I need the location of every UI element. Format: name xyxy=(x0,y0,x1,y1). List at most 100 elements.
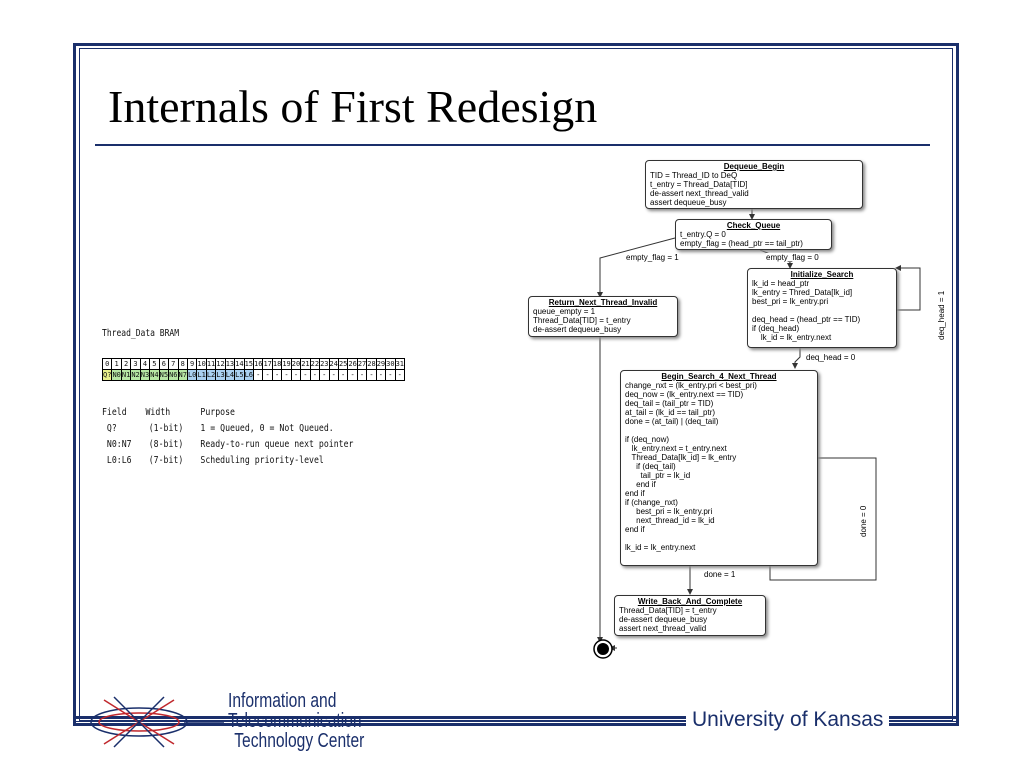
state-line: if (deq_now) xyxy=(625,435,670,444)
state-line: lk_entry.next = t_entry.next xyxy=(625,444,727,453)
field-width: (1-bit) xyxy=(148,423,184,434)
state-line: queue_empty = 1 xyxy=(533,307,596,316)
field-name: L0:L6 xyxy=(106,455,132,466)
bit-field-cell: N5 xyxy=(158,369,170,381)
field-name: N0:N7 xyxy=(106,439,132,450)
label-empty-flag-0: empty_flag = 0 xyxy=(766,253,819,262)
state-line: t_entry = Thread_Data[TID] xyxy=(650,180,748,189)
state-title: Dequeue_Begin xyxy=(723,162,785,171)
label-deq-head-0: deq_head = 0 xyxy=(806,353,856,362)
bit-field-cell: L6 xyxy=(243,369,255,381)
state-dequeue-begin: Dequeue_Begin TID = Thread_ID to DeQ t_e… xyxy=(645,160,863,209)
state-line: de-assert dequeue_busy xyxy=(619,615,708,624)
state-initialize-search: Initialize_Search lk_id = head_ptr lk_en… xyxy=(747,268,897,348)
footer-line-right xyxy=(400,716,959,722)
state-line: deq_head = (head_ptr == TID) xyxy=(752,315,861,324)
state-line: empty_flag = (head_ptr == tail_ptr) xyxy=(680,239,803,248)
state-check-queue: Check_Queue t_entry.Q = 0 empty_flag = (… xyxy=(675,219,832,250)
state-line: Thread_Data[lk_id] = lk_entry xyxy=(625,453,737,462)
state-line: end if xyxy=(625,489,645,498)
state-line: change_nxt = (lk_entry.pri < best_pri) xyxy=(625,381,757,390)
label-deq-head-1: deq_head = 1 xyxy=(937,290,946,340)
slide-title: Internals of First Redesign xyxy=(108,81,598,132)
header-field: Field xyxy=(102,407,127,418)
bit-field-cell: - xyxy=(394,369,406,381)
bit-field-cell: N2 xyxy=(130,369,141,381)
bit-field-cell: L2 xyxy=(205,369,217,381)
state-line: lk_id = lk_entry.next xyxy=(752,333,832,342)
state-line: lk_entry = Thred_Data[lk_id] xyxy=(752,288,853,297)
slide-frame-outer xyxy=(73,43,959,726)
state-title: Initialize_Search xyxy=(790,270,854,279)
footer-university: University of Kansas xyxy=(686,708,890,732)
state-line: assert dequeue_busy xyxy=(650,198,727,207)
final-state-dot xyxy=(597,643,609,655)
state-line xyxy=(625,426,813,435)
header-width: Width xyxy=(145,407,171,418)
state-line xyxy=(752,306,892,315)
state-line xyxy=(625,534,813,543)
field-width: (8-bit) xyxy=(148,439,184,450)
state-line: assert next_thread_valid xyxy=(619,624,707,633)
label-done-0: done = 0 xyxy=(859,505,868,537)
state-line: if (deq_tail) xyxy=(625,462,676,471)
state-line: lk_id = lk_entry.next xyxy=(625,543,696,552)
state-title: Write_Back_And_Complete xyxy=(637,597,743,606)
footer-line-left xyxy=(73,716,403,722)
state-line: at_tail = (lk_id == tail_ptr) xyxy=(625,408,716,417)
arrow-empty-path xyxy=(599,237,676,640)
itc-line: Telecommunication xyxy=(228,710,362,732)
itc-wordmark: Information and Telecommunication Techno… xyxy=(228,691,408,751)
state-line: Thread_Data[TID] = t_entry xyxy=(619,606,717,615)
state-line: end if xyxy=(625,525,645,534)
state-line: end if xyxy=(625,480,656,489)
state-line: deq_now = (lk_entry.next == TID) xyxy=(625,390,744,399)
itc-line: Technology Center xyxy=(234,730,365,752)
state-line: lk_id = head_ptr xyxy=(752,279,810,288)
bram-title: Thread_Data BRAM xyxy=(102,328,180,339)
label-empty-flag-1: empty_flag = 1 xyxy=(626,253,679,262)
bit-field-cell: L0 xyxy=(186,369,198,381)
state-line: deq_tail = (tail_ptr = TID) xyxy=(625,399,714,408)
field-name: Q? xyxy=(106,423,117,434)
state-line: best_pri = lk_entry.pri xyxy=(625,507,713,516)
bit-field-cell: N4 xyxy=(149,369,160,381)
bit-field-cell: L4 xyxy=(224,369,236,381)
arrow-to-begin-search xyxy=(792,348,801,369)
state-return-invalid: Return_Next_Thread_Invalid queue_empty =… xyxy=(528,296,678,337)
arrow-deq-head-loop xyxy=(895,265,921,311)
bit-field-cell: L3 xyxy=(215,369,226,381)
state-line: done = (at_tail) | (deq_tail) xyxy=(625,417,719,426)
field-purpose: Scheduling priority-level xyxy=(200,455,324,466)
state-line: de-assert next_thread_valid xyxy=(650,189,749,198)
state-title: Check_Queue xyxy=(726,221,781,230)
bit-field-cell: N6 xyxy=(168,369,179,381)
state-line: Thread_Data[TID] = t_entry xyxy=(533,316,631,325)
bit-field-cell: N7 xyxy=(177,369,188,381)
label-done-1: done = 1 xyxy=(704,570,736,579)
state-line: if (change_nxt) xyxy=(625,498,678,507)
bit-field-cell: L5 xyxy=(234,369,245,381)
slide-frame-inner xyxy=(79,48,953,721)
state-title: Begin_Search_4_Next_Thread xyxy=(661,372,777,381)
header-purpose: Purpose xyxy=(200,407,235,418)
state-title: Return_Next_Thread_Invalid xyxy=(548,298,658,307)
state-line: best_pri = lk_entry.pri xyxy=(752,297,829,306)
itc-line: Information and xyxy=(228,690,337,712)
bit-field-cell: N0 xyxy=(111,369,122,381)
state-begin-search: Begin_Search_4_Next_Thread change_nxt = … xyxy=(620,370,818,566)
bit-field-cell: N3 xyxy=(139,369,151,381)
state-line: next_thread_id = lk_id xyxy=(625,516,715,525)
bit-field-cell: L1 xyxy=(196,369,207,381)
arrow-done-0-loop xyxy=(769,457,877,581)
state-line: tail_ptr = lk_id xyxy=(625,471,691,480)
state-line: de-assert dequeue_busy xyxy=(533,325,622,334)
itc-logo-icon xyxy=(90,696,224,748)
field-width: (7-bit) xyxy=(148,455,184,466)
bit-field-cell: Q? xyxy=(101,369,113,381)
